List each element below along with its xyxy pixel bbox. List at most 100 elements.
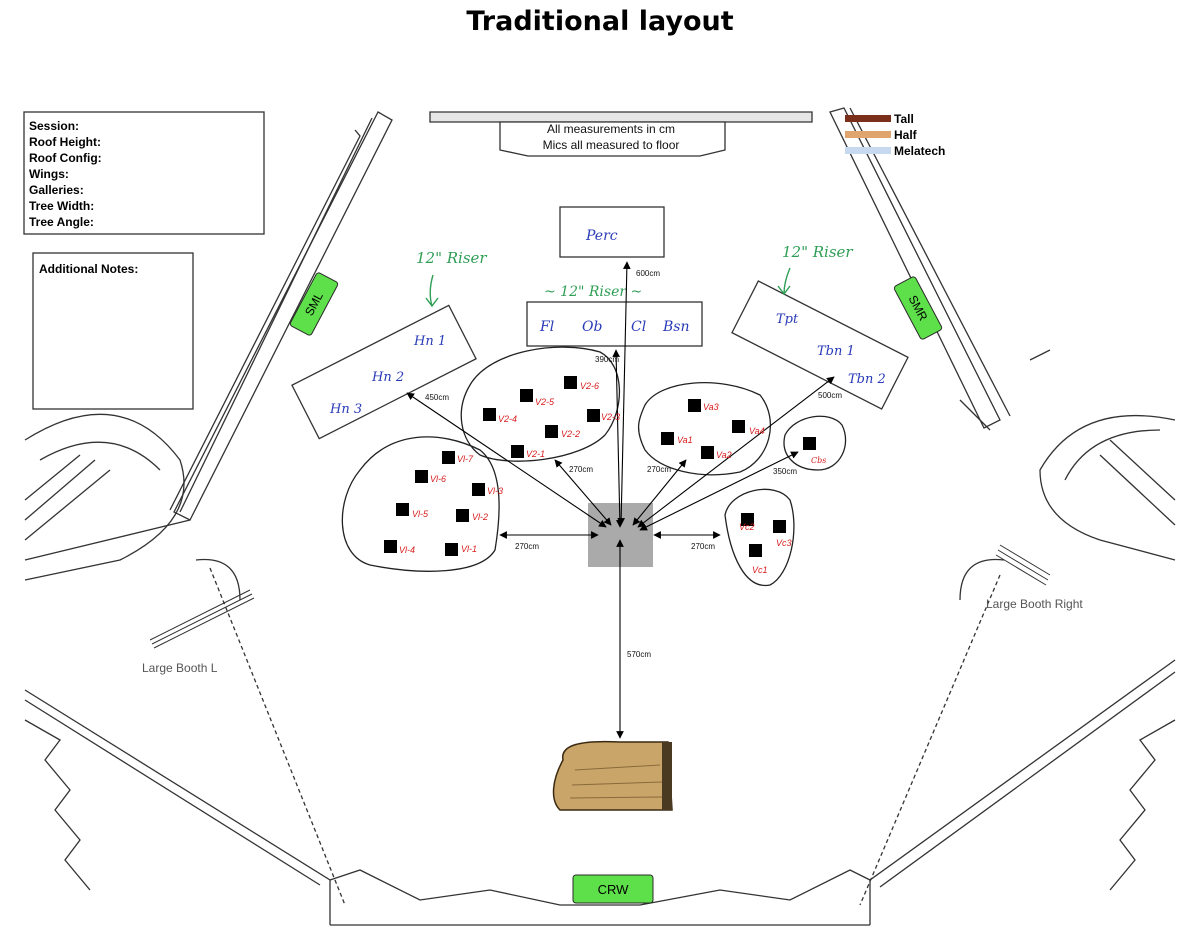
galleries-label: Galleries: — [29, 183, 84, 197]
roof-config-label: Roof Config: — [29, 151, 102, 165]
svg-text:Va3: Va3 — [703, 402, 719, 412]
trombone-1-label: Tbn 1 — [817, 344, 855, 359]
viola-labels: Va3 Va4 Va1 Va2 — [677, 402, 765, 460]
violin1-seat-4 — [384, 540, 397, 553]
legend: Tall Half Melatech — [845, 112, 945, 158]
center-riser-label: ~ 12" Riser ~ — [544, 284, 642, 300]
legend-swatch-half — [845, 131, 891, 138]
trumpet-label: Tpt — [776, 312, 799, 327]
viola-seat-4 — [732, 420, 745, 433]
svg-text:V2-6: V2-6 — [580, 381, 599, 391]
large-booth-right-label: Large Booth Right — [986, 597, 1083, 611]
violin1-labels: Vl-7 Vl-6 Vl-3 Vl-5 Vl-2 Vl-4 Vl-1 — [399, 454, 503, 555]
cello-seat-2 — [741, 513, 754, 526]
hall-walls — [24, 107, 1176, 926]
violin2-seat-4 — [483, 408, 496, 421]
smr-booth-marker: SMR — [893, 276, 943, 340]
roof-height-label: Roof Height: — [29, 135, 101, 149]
distance-violin1: 270cm — [515, 542, 539, 551]
svg-text:Va4: Va4 — [749, 426, 765, 436]
violin1-seat-5 — [396, 503, 409, 516]
distance-violin2: 270cm — [569, 465, 593, 474]
svg-text:Cbs: Cbs — [811, 456, 826, 465]
distance-perc: 600cm — [636, 269, 660, 278]
legend-label-tall: Tall — [894, 112, 914, 126]
measurement-note-line2: Mics all measured to floor — [543, 138, 680, 152]
violin2-seat-6 — [564, 376, 577, 389]
bass-player: Cbs — [803, 437, 826, 465]
additional-notes-box: Additional Notes: — [32, 252, 194, 410]
distance-labels: 600cm 390cm 450cm 500cm 270cm 270cm 350c… — [425, 269, 842, 659]
grand-piano — [552, 740, 673, 811]
svg-text:V2-5: V2-5 — [535, 397, 555, 407]
svg-text:Bsn: Bsn — [662, 319, 690, 335]
violin2-players — [483, 376, 600, 458]
distance-piano: 570cm — [627, 650, 651, 659]
violin1-seat-7 — [442, 451, 455, 464]
legend-label-half: Half — [894, 128, 918, 142]
tree-angle-label: Tree Angle: — [29, 215, 94, 229]
cello-labels: Vc2 Vc3 Vc1 — [739, 522, 792, 575]
violin1-players — [384, 451, 485, 556]
viola-players — [661, 399, 745, 459]
distance-brass: 500cm — [818, 391, 842, 400]
cello-players — [741, 513, 786, 557]
svg-text:Vl-7: Vl-7 — [457, 454, 474, 464]
distance-arrows — [406, 261, 835, 739]
bass-seat — [803, 437, 816, 450]
tree-width-label: Tree Width: — [29, 199, 94, 213]
legend-swatch-tall — [845, 115, 891, 122]
svg-text:Perc: Perc — [585, 228, 618, 244]
svg-text:Vc3: Vc3 — [776, 538, 792, 548]
distance-horns: 450cm — [425, 393, 449, 402]
large-booth-left-label: Large Booth L — [142, 661, 218, 675]
violin1-seat-6 — [415, 470, 428, 483]
crw-booth-marker: CRW — [572, 874, 654, 904]
svg-text:Vc2: Vc2 — [739, 522, 755, 532]
svg-text:CRW: CRW — [598, 882, 630, 897]
violin1-seat-1 — [445, 543, 458, 556]
horn-2-label: Hn 2 — [371, 370, 404, 385]
notes-title: Additional Notes: — [39, 262, 138, 276]
svg-text:V2-4: V2-4 — [498, 414, 517, 424]
horn-riser-box — [291, 304, 477, 440]
viola-seat-1 — [661, 432, 674, 445]
measurement-note-line1: All measurements in cm — [547, 122, 675, 136]
svg-text:Vl-3: Vl-3 — [487, 486, 503, 496]
woodwind-riser-box: Fl Ob Cl Bsn — [526, 301, 703, 347]
svg-text:Fl: Fl — [539, 319, 554, 335]
violin1-seat-3 — [472, 483, 485, 496]
right-riser-label: 12" Riser — [782, 243, 853, 261]
svg-text:V2-1: V2-1 — [526, 449, 545, 459]
violin2-seat-5 — [520, 389, 533, 402]
svg-text:Vl-4: Vl-4 — [399, 545, 415, 555]
distance-cellos: 270cm — [691, 542, 715, 551]
distance-bass: 350cm — [773, 467, 797, 476]
svg-text:Vc1: Vc1 — [752, 565, 768, 575]
violin2-labels: V2-5 V2-6 V2-4 V2-3 V2-2 V2-1 — [498, 381, 620, 459]
session-label: Session: — [29, 119, 79, 133]
svg-text:Va2: Va2 — [716, 450, 732, 460]
legend-swatch-melatech — [845, 147, 891, 154]
svg-text:Vl-2: Vl-2 — [472, 512, 488, 522]
sml-booth-marker: SML — [289, 272, 339, 336]
page-title: Traditional layout — [466, 6, 734, 37]
cello-seat-1 — [749, 544, 762, 557]
violin1-seat-2 — [456, 509, 469, 522]
measurement-note: All measurements in cm Mics all measured… — [543, 122, 680, 152]
svg-text:Vl-1: Vl-1 — [461, 544, 477, 554]
svg-text:Ob: Ob — [582, 319, 602, 335]
brass-riser-box — [731, 280, 909, 410]
percussion-box: Perc — [559, 206, 665, 258]
wings-label: Wings: — [29, 167, 69, 181]
distance-woodwinds: 390cm — [595, 355, 619, 364]
horn-1-label: Hn 1 — [413, 334, 446, 349]
violin2-seat-1 — [511, 445, 524, 458]
left-riser-label: 12" Riser — [416, 249, 487, 267]
svg-text:Cl: Cl — [631, 319, 646, 335]
viola-seat-3 — [688, 399, 701, 412]
viola-seat-2 — [701, 446, 714, 459]
svg-text:V2-3: V2-3 — [601, 412, 620, 422]
cello-seat-3 — [773, 520, 786, 533]
svg-text:V2-2: V2-2 — [561, 429, 580, 439]
